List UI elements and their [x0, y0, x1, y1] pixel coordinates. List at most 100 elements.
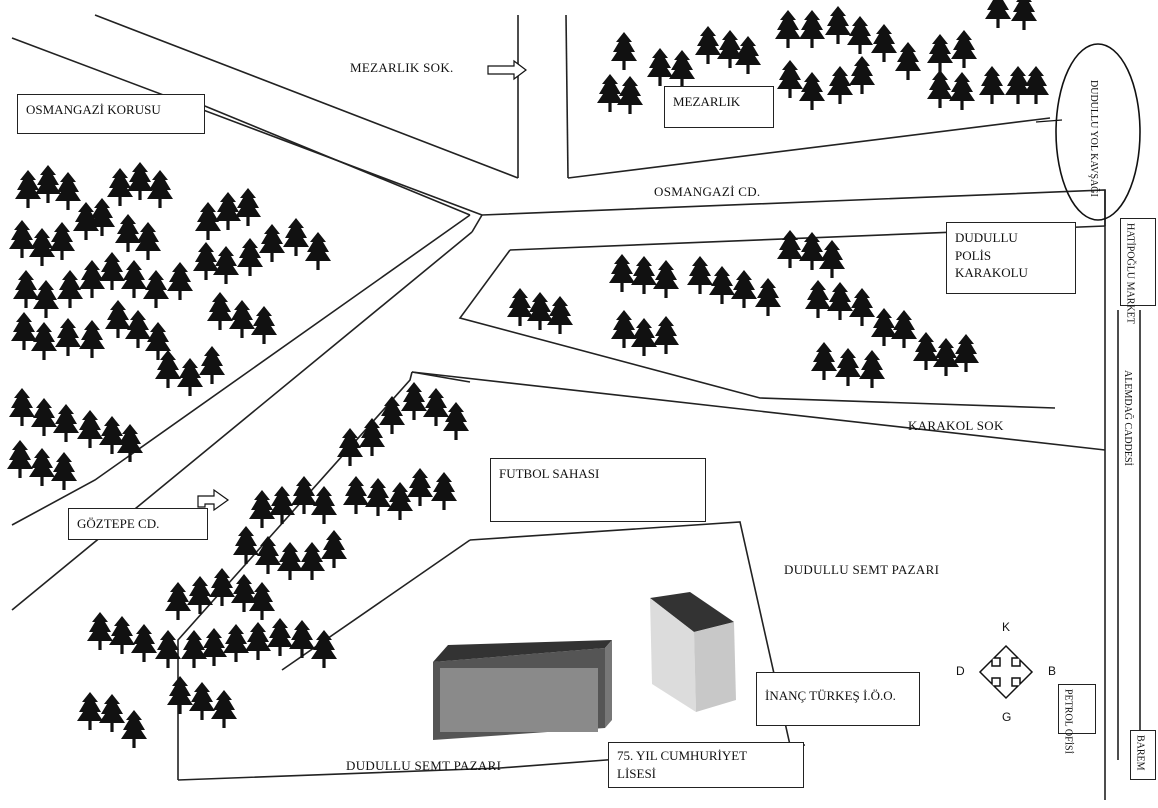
tree-icon: [305, 232, 331, 270]
station-label-petrol-ofisi: PETROL OFİSİ: [1058, 684, 1096, 754]
barem-text: BAREM: [1134, 735, 1146, 771]
junction-pointer: [1035, 119, 1063, 123]
tree-icon: [259, 224, 285, 262]
area-label-dudullu-semt-pazari-south: DUDULLU SEMT PAZARI: [346, 758, 502, 773]
tree-icon: [311, 630, 337, 668]
tree-icon: [9, 220, 35, 258]
tree-icon: [213, 246, 239, 284]
tree-icon: [289, 620, 315, 658]
building-icon: [650, 592, 736, 712]
tree-icon: [951, 30, 977, 68]
tree-icon: [819, 240, 845, 278]
tree-icon: [267, 618, 293, 656]
tree-icon: [15, 170, 41, 208]
tree-icon: [895, 42, 921, 80]
area-label-dudullu-semt-pazari-east: DUDULLU SEMT PAZARI: [784, 562, 940, 577]
tree-icon: [611, 32, 637, 70]
tree-icon: [709, 266, 735, 304]
tree-icon: [849, 56, 875, 94]
tree-icon: [55, 318, 81, 356]
building-label-cumhuriyet-lisesi: 75. YIL CUMHURİYET LİSESİ: [608, 742, 804, 788]
tree-icon: [847, 16, 873, 54]
tree-icon: [107, 168, 133, 206]
tree-icon: [167, 262, 193, 300]
tree-icon: [653, 316, 679, 354]
tree-icon: [249, 582, 275, 620]
tree-icon: [827, 282, 853, 320]
tree-icon: [299, 542, 325, 580]
tree-icon: [927, 34, 953, 72]
tree-icon: [799, 10, 825, 48]
arrow-icon: [487, 59, 527, 81]
tree-icon: [155, 630, 181, 668]
building-icon: [433, 640, 612, 740]
tree-icon: [251, 306, 277, 344]
area-label-futbol-sahasi: FUTBOL SAHASI: [490, 458, 706, 522]
tree-icon: [849, 288, 875, 326]
tree-icon: [891, 310, 917, 348]
shop-label-hatipoglu-market: HATİPOĞLU MARKET: [1120, 218, 1156, 324]
polis-line-2: POLİS: [955, 247, 992, 263]
inanc-turkes-text: İNANÇ TÜRKEŞ İ.Ö.O.: [765, 688, 896, 703]
tree-icon: [755, 278, 781, 316]
tree-icon: [321, 530, 347, 568]
tree-icon: [33, 280, 59, 318]
tree-icon: [547, 296, 573, 334]
street-label-mezarlik-sok: MEZARLIK SOK.: [350, 60, 454, 75]
tree-icon: [255, 536, 281, 574]
mezarlik-text: MEZARLIK: [673, 94, 741, 109]
tree-icon: [53, 404, 79, 442]
tree-icon: [731, 270, 757, 308]
tree-icon: [121, 710, 147, 748]
tree-icon: [131, 624, 157, 662]
polis-line-3: KARAKOLU: [955, 265, 1028, 281]
tree-icon: [233, 526, 259, 564]
tree-icon: [109, 616, 135, 654]
tree-icon: [927, 70, 953, 108]
tree-icon: [811, 342, 837, 380]
tree-icon: [311, 486, 337, 524]
tree-icon: [365, 478, 391, 516]
compass-east-label: B: [1048, 664, 1057, 678]
tree-icon: [207, 292, 233, 330]
tree-icon: [9, 388, 35, 426]
tree-icon: [617, 76, 643, 114]
building-label-dudullu-polis-karakolu: DUDULLU POLİS KARAKOLU: [946, 222, 1076, 294]
tree-icon: [29, 228, 55, 266]
tree-icon: [7, 440, 33, 478]
tree-icon: [29, 448, 55, 486]
tree-icon: [237, 238, 263, 276]
tree-icon: [187, 576, 213, 614]
tree-icon: [99, 252, 125, 290]
tree-icon: [125, 310, 151, 348]
tree-icon: [147, 170, 173, 208]
tree-icon: [597, 74, 623, 112]
street-label-karakol-sok: KARAKOL SOK: [908, 418, 1004, 433]
area-label-mezarlik: MEZARLIK: [664, 86, 774, 128]
compass-west-label: D: [956, 664, 965, 678]
tree-icon: [223, 624, 249, 662]
tree-icon: [31, 322, 57, 360]
lise-line-2: LİSESİ: [617, 765, 656, 781]
tree-icon: [165, 582, 191, 620]
tree-icon: [55, 172, 81, 210]
tree-icon: [201, 628, 227, 666]
tree-icon: [167, 676, 193, 714]
tree-icon: [77, 410, 103, 448]
compass-icon: [978, 644, 1034, 700]
tree-icon: [1011, 0, 1037, 30]
petrol-ofisi-text: PETROL OFİSİ: [1062, 689, 1074, 754]
tree-icon: [277, 542, 303, 580]
tree-icon: [143, 270, 169, 308]
tree-icon: [181, 630, 207, 668]
arrow-icon: [197, 488, 230, 512]
tree-icon: [199, 346, 225, 384]
tree-icon: [933, 338, 959, 376]
tree-icon: [177, 358, 203, 396]
tree-icon: [1023, 66, 1049, 104]
shop-label-barem: BAREM: [1130, 730, 1156, 780]
junction-highlight: [1055, 43, 1141, 221]
tree-icon: [609, 254, 635, 292]
tree-icon: [211, 690, 237, 728]
